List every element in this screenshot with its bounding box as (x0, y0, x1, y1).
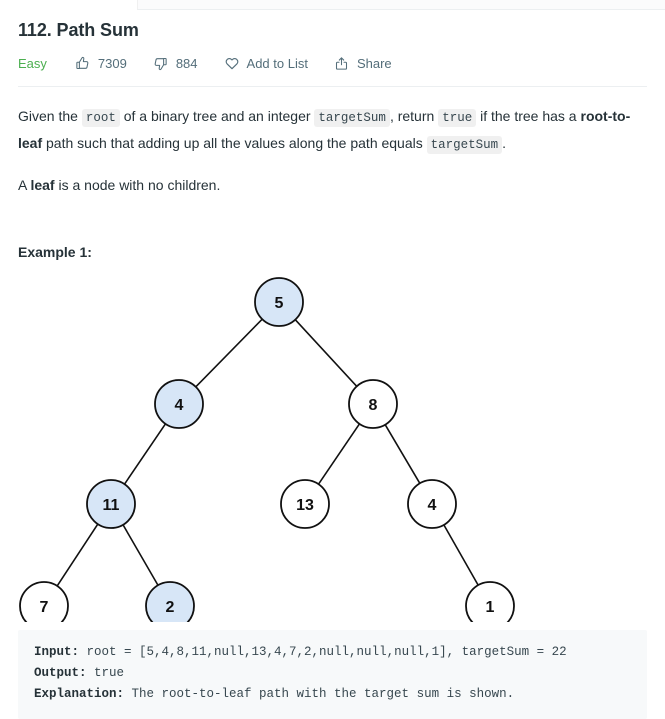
tree-node-label: 4 (175, 397, 184, 414)
tree-node-circle (86, 479, 136, 529)
share-label: Share (356, 55, 392, 71)
tree-node-circle (154, 379, 204, 429)
tree-node-circle (348, 379, 398, 429)
tree-edge (294, 319, 358, 387)
tree-node: 4 (407, 479, 457, 529)
tree-node-label: 13 (296, 497, 314, 514)
input-line: Input: root = [5,4,8,11,null,13,4,7,2,nu… (34, 642, 631, 663)
dislikes-count: 884 (175, 55, 198, 71)
dislikes-button[interactable]: 884 (153, 55, 198, 71)
input-label: Input: (34, 645, 80, 659)
code-chip-true: true (438, 109, 477, 127)
leaf-text-1: A (18, 177, 31, 193)
header-divider (18, 86, 647, 87)
explanation-value: The root-to-leaf path with the target su… (124, 687, 515, 701)
leaf-bold: leaf (30, 177, 55, 193)
tree-node: 5 (254, 277, 304, 327)
desc-text-6: . (502, 135, 507, 151)
code-chip-targetsum-1: targetSum (314, 109, 390, 127)
tree-node: 4 (154, 379, 204, 429)
problem-content: 112. Path Sum Easy 7309 (0, 20, 665, 622)
tree-node-label: 11 (103, 497, 120, 514)
example-code-block: Input: root = [5,4,8,11,null,13,4,7,2,nu… (18, 630, 647, 719)
desc-text-5: path such that adding up all the values … (42, 135, 427, 151)
tree-node-circle (407, 479, 457, 529)
tree-node-label: 7 (40, 599, 49, 616)
binary-tree-diagram: 5 4 8 11 13 4 7 2 1 (0, 267, 665, 622)
explanation-label: Explanation: (34, 687, 125, 701)
panel-top-edge (137, 0, 665, 10)
tree-edge (317, 423, 361, 485)
tree-node-label: 4 (428, 497, 437, 514)
share-icon (334, 55, 350, 71)
code-chip-targetsum-2: targetSum (426, 136, 503, 154)
code-chip-root: root (81, 109, 120, 127)
tree-node-label: 2 (166, 599, 175, 616)
tree-node-circle (465, 581, 515, 622)
tree-edge (443, 524, 479, 586)
leaf-definition-paragraph: A leaf is a node with no children. (18, 173, 647, 198)
tree-edge (123, 423, 167, 485)
output-label: Output: (34, 666, 87, 680)
tree-edge (384, 424, 421, 484)
tree-node-circle (254, 277, 304, 327)
tree-node: 1 (465, 581, 515, 622)
add-to-list-button[interactable]: Add to List (224, 55, 308, 71)
tree-edge (56, 523, 99, 587)
desc-bold-root-to-leaf: root-to-leaf (18, 108, 631, 151)
output-line: Output: true (34, 663, 631, 684)
page-title: 112. Path Sum (18, 20, 139, 40)
tree-node: 2 (145, 581, 195, 622)
likes-button[interactable]: 7309 (75, 55, 127, 71)
problem-meta-row: Easy 7309 884 (18, 55, 647, 71)
problem-page: 112. Path Sum Easy 7309 (0, 9, 665, 719)
add-to-list-label: Add to List (246, 55, 308, 71)
tree-node: 7 (19, 581, 69, 622)
desc-text-1: Given the (18, 108, 82, 124)
heart-icon (224, 55, 240, 71)
example-heading: Example 1: (18, 244, 92, 260)
tree-node-circle (280, 479, 330, 529)
desc-text-3: , return (389, 108, 439, 124)
tree-edge (195, 318, 263, 388)
top-strip (0, 0, 665, 10)
thumbs-down-icon (153, 55, 169, 71)
thumbs-up-icon (75, 55, 91, 71)
tree-node: 8 (348, 379, 398, 429)
input-value: root = [5,4,8,11,null,13,4,7,2,null,null… (79, 645, 567, 659)
problem-description-paragraph: Given the root of a binary tree and an i… (18, 104, 647, 158)
desc-text-4: if the tree has a (476, 108, 581, 124)
tree-node: 13 (280, 479, 330, 529)
tree-edge (122, 524, 159, 586)
tree-node: 11 (86, 479, 136, 529)
difficulty-badge: Easy (18, 55, 47, 71)
share-button[interactable]: Share (334, 55, 392, 71)
leaf-text-2: is a node with no children. (54, 177, 221, 193)
tree-node-label: 8 (369, 397, 378, 414)
likes-count: 7309 (97, 55, 127, 71)
output-value: true (86, 666, 125, 680)
tree-svg: 5 4 8 11 13 4 7 2 1 (19, 277, 515, 622)
desc-text-2: of a binary tree and an integer (119, 108, 315, 124)
explanation-line: Explanation: The root-to-leaf path with … (34, 684, 631, 705)
tree-node-circle (145, 581, 195, 622)
tree-node-circle (19, 581, 69, 622)
tree-node-label: 1 (486, 599, 495, 616)
tree-node-label: 5 (275, 295, 284, 312)
